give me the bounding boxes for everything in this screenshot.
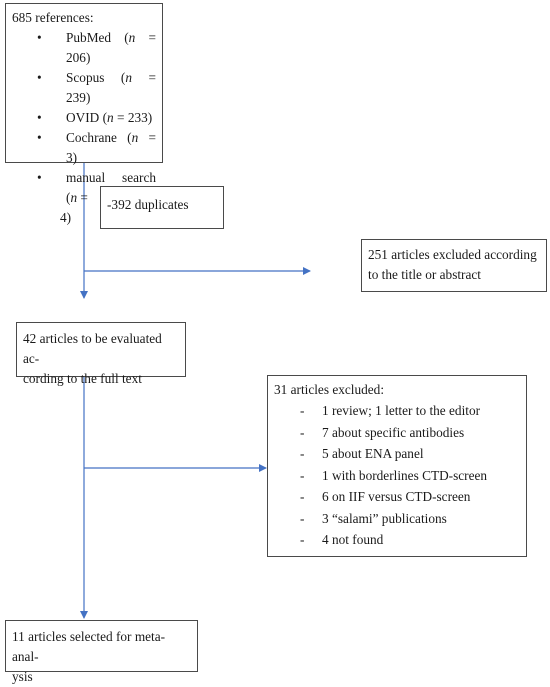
- title-exclusion-line1: 251 articles excluded according: [368, 247, 537, 262]
- title-exclusion-line2: to the title or abstract: [368, 267, 481, 282]
- duplicates-box: -392 duplicates: [100, 186, 224, 229]
- list-item: manual search (n =: [12, 168, 156, 208]
- list-item: Cochrane (n = 3): [12, 128, 156, 168]
- excluded-31-list: 1 review; 1 letter to the editor 7 about…: [274, 400, 520, 551]
- references-heading: 685 references:: [12, 10, 94, 25]
- full-text-line2: cording to the full text: [23, 371, 142, 386]
- selected-line2: ysis: [12, 669, 33, 684]
- duplicates-text: -392 duplicates: [107, 197, 189, 212]
- list-item: PubMed (n = 206): [12, 28, 156, 68]
- full-text-line1: 42 articles to be evaluated ac-: [23, 331, 162, 366]
- title-exclusion-box: 251 articles excluded according to the t…: [361, 239, 547, 292]
- list-item: 4 not found: [274, 529, 520, 551]
- excluded-31-box: 31 articles excluded: 1 review; 1 letter…: [267, 375, 527, 557]
- list-item: 3 “salami” publications: [274, 508, 520, 530]
- list-item: 7 about specific antibodies: [274, 422, 520, 444]
- list-item: 6 on IIF versus CTD-screen: [274, 486, 520, 508]
- excluded-31-heading: 31 articles excluded:: [274, 382, 385, 397]
- list-item: 1 review; 1 letter to the editor: [274, 400, 520, 422]
- full-text-box: 42 articles to be evaluated ac- cording …: [16, 322, 186, 386]
- selected-box: 11 articles selected for meta-anal- ysis: [5, 620, 198, 684]
- references-source-list: PubMed (n = 206) Scopus (n = 239) OVID (…: [12, 28, 156, 208]
- references-box: 685 references: PubMed (n = 206) Scopus …: [5, 3, 163, 225]
- list-item: 5 about ENA panel: [274, 443, 520, 465]
- manual-search-count: 4): [60, 210, 72, 225]
- list-item: OVID (n = 233): [12, 108, 156, 128]
- selected-line1: 11 articles selected for meta-anal-: [12, 629, 166, 664]
- list-item: Scopus (n = 239): [12, 68, 156, 108]
- list-item: 1 with borderlines CTD-screen: [274, 465, 520, 487]
